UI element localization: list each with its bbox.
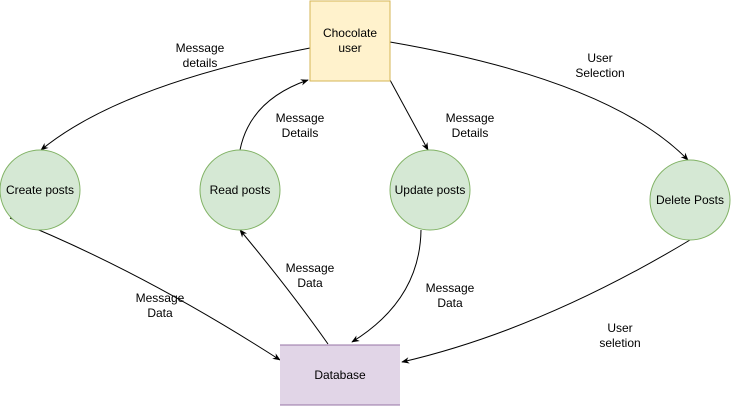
edge-user-to-delete <box>389 41 689 161</box>
label-read-to-user-line2: Details <box>282 126 319 140</box>
node-read-label: Read posts <box>210 183 271 197</box>
node-read-posts: Read posts <box>199 149 281 231</box>
node-user-box <box>309 0 391 82</box>
node-user-label-line1: Chocolate <box>323 26 377 40</box>
node-delete-posts: Delete Posts <box>649 159 731 241</box>
label-db-to-read-line2: Data <box>297 276 323 290</box>
node-database-label: Database <box>314 368 366 382</box>
label-read-to-user-line1: Message <box>276 111 325 125</box>
label-create-to-db-line1: Message <box>136 291 185 305</box>
node-delete-circle <box>649 159 731 241</box>
node-update-posts: Update posts <box>389 149 471 231</box>
node-create-circle <box>0 149 81 231</box>
node-create-posts: Create posts <box>0 149 81 231</box>
node-user-label-line2: user <box>338 41 361 55</box>
label-db-to-read-line1: Message <box>286 261 335 275</box>
node-chocolate-user: Chocolate user <box>309 0 391 82</box>
node-read-circle <box>199 149 281 231</box>
edge-update-to-db <box>351 229 422 343</box>
edge-delete-to-db <box>401 239 691 364</box>
node-delete-label: Delete Posts <box>656 193 724 207</box>
label-delete-to-db-line2: seletion <box>599 336 640 350</box>
label-user-to-create-line2: details <box>183 56 218 70</box>
edge-read-to-user <box>239 79 309 151</box>
label-delete-to-db-line1: User <box>607 321 632 335</box>
label-user-to-delete-line2: Selection <box>575 66 624 80</box>
label-user-to-delete-line1: User <box>587 51 612 65</box>
node-create-label: Create posts <box>6 183 74 197</box>
node-update-circle <box>389 149 471 231</box>
label-create-to-db-line2: Data <box>147 306 173 320</box>
label-user-to-update-line1: Message <box>446 111 495 125</box>
label-update-to-db-line1: Message <box>426 281 475 295</box>
label-user-to-create-line1: Message <box>176 41 225 55</box>
label-user-to-update-line2: Details <box>452 126 489 140</box>
edge-db-to-read <box>239 229 329 345</box>
node-database-box <box>280 345 400 405</box>
edge-user-to-create <box>40 47 311 151</box>
edge-user-to-update <box>389 79 429 151</box>
node-update-label: Update posts <box>395 183 466 197</box>
label-update-to-db-line2: Data <box>437 296 463 310</box>
node-database: Database <box>280 344 400 406</box>
edge-create-to-db <box>9 217 281 361</box>
